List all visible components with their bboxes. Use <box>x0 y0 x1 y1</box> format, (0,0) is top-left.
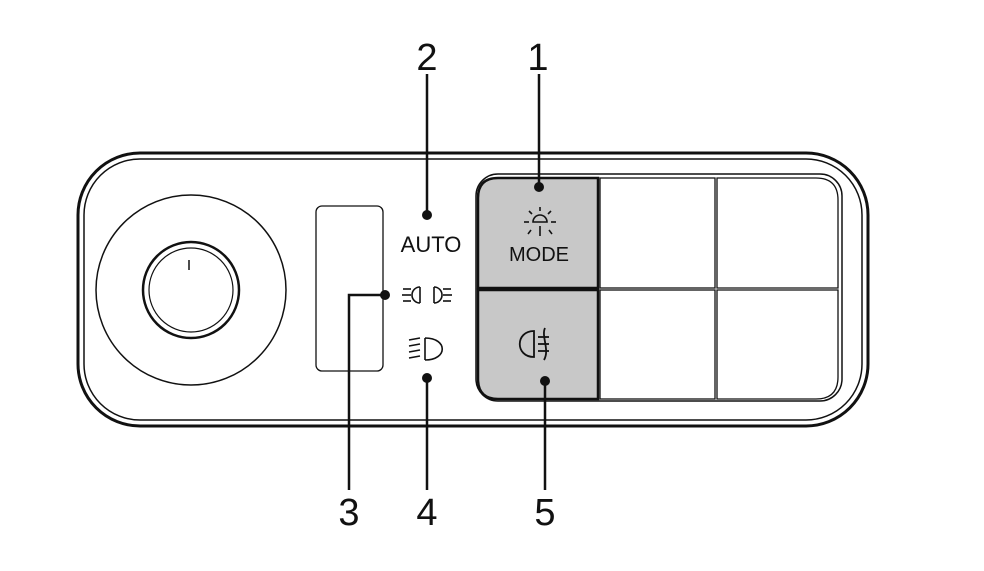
blank-button-bottom-right[interactable] <box>716 289 839 400</box>
button-grid-frame <box>475 173 843 402</box>
low-beam-headlight-icon <box>408 337 443 361</box>
sun-icon <box>524 207 556 236</box>
rear-fog-button[interactable] <box>476 288 600 401</box>
blank-button-bottom-middle[interactable] <box>599 289 716 400</box>
rotary-knob[interactable] <box>95 194 287 386</box>
leader-3 <box>347 293 385 490</box>
rear-fog-light-icon <box>518 327 549 361</box>
auto-label: AUTO <box>401 232 462 257</box>
callout-5: 5 <box>534 492 555 534</box>
callout-4: 4 <box>416 492 437 534</box>
parking-light-icon <box>402 286 452 304</box>
blank-button-top-right[interactable] <box>716 177 839 289</box>
mode-label: MODE <box>509 244 569 266</box>
switch-housing-inner <box>83 158 863 421</box>
callout-2: 2 <box>416 37 437 79</box>
callout-1: 1 <box>527 37 548 79</box>
switch-housing-outer <box>76 151 870 428</box>
mode-button[interactable]: MODE <box>476 176 600 290</box>
blank-button-top-middle[interactable] <box>599 177 716 289</box>
callout-leaders <box>347 74 547 490</box>
callout-dots <box>380 182 550 386</box>
callout-3: 3 <box>338 492 359 534</box>
